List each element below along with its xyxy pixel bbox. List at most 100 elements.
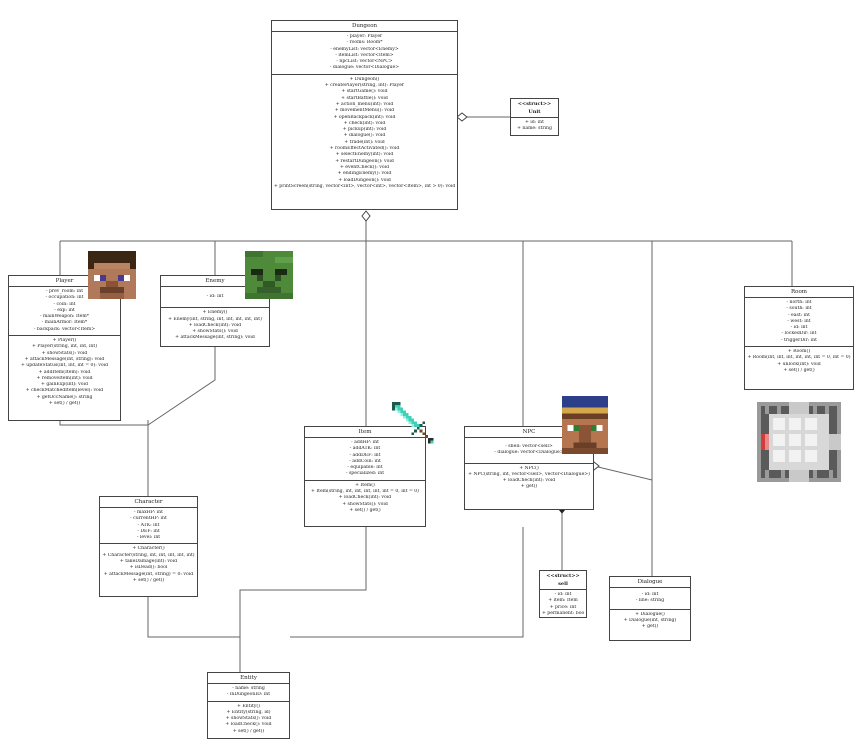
steve-face-icon bbox=[88, 251, 136, 299]
class-method: + Player(string, int, int, int) bbox=[31, 344, 98, 350]
class-attribute: - dialogue: vector<Dialogue> bbox=[329, 65, 400, 71]
class-attribute: - id: int bbox=[790, 325, 808, 331]
class-method: + showStats(): void bbox=[41, 350, 88, 356]
class-method: + gainExp(int): void bbox=[41, 382, 88, 388]
class-method: + Character() bbox=[132, 546, 165, 552]
villager-face-icon bbox=[561, 396, 609, 454]
class-method: + selectEnemy(int): void bbox=[335, 152, 394, 158]
class-attribute: - equipable: int bbox=[347, 465, 383, 471]
class-method: + Entity() bbox=[237, 703, 260, 709]
aggregation-diamond-unit bbox=[456, 112, 468, 122]
player-methods: + Player() + Player(string, int, int, in… bbox=[9, 336, 120, 409]
class-attribute: - addATK: int bbox=[349, 446, 381, 452]
class-attribute: - ATK: int bbox=[137, 522, 160, 528]
dialogue-class-title: Dialogue bbox=[610, 577, 690, 588]
enemy-class-title: Enemy bbox=[161, 276, 269, 287]
class-method: + Dialogue(int, string) bbox=[623, 617, 677, 623]
class-attribute: - player: Player bbox=[346, 34, 383, 39]
room-methods: + Room() + Room(int, int, int, int, int,… bbox=[745, 347, 853, 376]
class-method: + Room(int, int, int, int, int, int = 0,… bbox=[747, 355, 851, 361]
class-attribute: - level: int bbox=[136, 535, 161, 541]
unit-attributes: + id: int + name: string bbox=[511, 118, 558, 135]
class-method: + showStats(): void bbox=[192, 329, 238, 335]
enemy-methods: + Enemy() + Enemy(int, string, int, int,… bbox=[161, 308, 269, 343]
class-method: + NPC() bbox=[519, 465, 539, 471]
struct-name: sell bbox=[558, 581, 568, 587]
class-attribute: - itemList: vector<Item> bbox=[335, 52, 394, 58]
class-attribute: - DEF: int bbox=[137, 528, 160, 534]
class-attribute: + price: int bbox=[549, 604, 577, 610]
class-method: + startGame(): void bbox=[341, 89, 388, 95]
class-attribute: - addDEF: int bbox=[349, 452, 381, 458]
class-method: + getOccName(): string bbox=[36, 394, 93, 400]
class-method: + attackMessage(int, string) = 0: void bbox=[103, 571, 194, 577]
class-method: + eventCheck(): void bbox=[339, 164, 390, 170]
class-attribute: + permanent: bool bbox=[542, 610, 584, 616]
class-attribute: - south: int bbox=[786, 306, 812, 312]
class-method: + removeItem(int): void bbox=[36, 375, 93, 381]
class-method: + get() bbox=[520, 484, 538, 490]
item-methods: + Item() + Item(string, int, int, int, i… bbox=[305, 481, 425, 516]
class-attribute: - triggerDir: int bbox=[781, 337, 817, 343]
class-method: + NPC(string, int, vector<sell>, vector<… bbox=[468, 471, 590, 477]
class-method: + set() / get() bbox=[232, 728, 265, 734]
class-method: + action_menu(int): void bbox=[335, 101, 394, 107]
class-attribute: - west: int bbox=[787, 318, 811, 324]
class-method: + loadCheck(): void bbox=[225, 722, 272, 728]
class-method: + Room() bbox=[787, 349, 811, 355]
class-method: + dialogue(): void bbox=[343, 133, 386, 139]
class-method: + isDead(): bool bbox=[129, 565, 168, 571]
class-method: + Enemy(int, string, int, int, int, int,… bbox=[168, 316, 262, 322]
class-method: + startBattle(): void bbox=[341, 95, 388, 101]
character-to-entity bbox=[147, 597, 241, 672]
class-method: + showStats(): void bbox=[342, 501, 388, 507]
class-attribute: - backpack: vector<Item> bbox=[33, 326, 96, 332]
character-class-title: Character bbox=[100, 497, 197, 508]
class-attribute: - mainWeapon: Item* bbox=[39, 314, 90, 320]
character-methods: + Character() + Character(string, int, i… bbox=[100, 544, 197, 586]
class-method: + loadCheck(int): void bbox=[188, 322, 242, 328]
player-class: Player - prev_room: int - occupation: in… bbox=[8, 275, 121, 421]
class-method: + Character(string, int, int, int, int, … bbox=[102, 552, 195, 558]
class-attribute: - id: int bbox=[554, 592, 572, 597]
character-class: Character - maxHP: int - currentHP: int … bbox=[99, 496, 198, 597]
class-attribute: - east: int bbox=[788, 312, 810, 318]
dialogue-class: Dialogue - id: int - line: string + Dial… bbox=[609, 576, 691, 641]
class-attribute: - mainArmor: Item* bbox=[41, 320, 88, 326]
class-attribute: - coin: int bbox=[53, 301, 76, 307]
class-method: + addItem(Item): void bbox=[38, 369, 91, 375]
class-method: + Entity(string, id) bbox=[226, 709, 271, 715]
item-class-title: Item bbox=[305, 427, 425, 438]
class-attribute: - prev_room: int bbox=[45, 289, 84, 294]
entity-class-title: Entity bbox=[208, 673, 289, 684]
class-attribute: - specialized: int bbox=[345, 471, 385, 477]
dungeon-class-title: Dungeon bbox=[272, 21, 457, 32]
player-attributes: - prev_room: int - occupation: int - coi… bbox=[9, 287, 120, 337]
class-method: + get() bbox=[641, 624, 659, 630]
class-method: + takeDamage(int): void bbox=[119, 559, 178, 565]
class-method: + loadCheck(int): void bbox=[338, 495, 392, 501]
class-attribute: + name: string bbox=[517, 126, 552, 132]
class-attribute: - addCoin: int bbox=[349, 458, 381, 464]
item-class: Item - addHP: int - addATK: int - addDEF… bbox=[304, 426, 426, 527]
dungeon-methods: + Dungeon() + createPlayer(string, int):… bbox=[272, 75, 457, 192]
class-attribute: - name: string bbox=[232, 686, 265, 691]
class-method: + unlock(int): void bbox=[777, 361, 821, 367]
sell-struct-title: <<struct>> sell bbox=[540, 571, 586, 590]
class-method: + set() / get() bbox=[132, 577, 165, 583]
class-method: + roomEffectActivated(): void bbox=[329, 146, 400, 152]
class-method: + set() / get() bbox=[349, 507, 381, 513]
class-method: + set() / get() bbox=[48, 401, 81, 407]
dialogue-attributes: - id: int - line: string bbox=[610, 588, 690, 610]
class-method: + set() / get() bbox=[783, 367, 815, 373]
dungeon-class: Dungeon - player: Player - rooms: Room* … bbox=[271, 20, 458, 210]
sell-attributes: - id: int + item: Item + price: int + pe… bbox=[540, 590, 586, 619]
class-attribute: - enemyList: vector<Enemy> bbox=[330, 46, 399, 52]
player-class-title: Player bbox=[9, 276, 120, 287]
enemy-to-character bbox=[147, 347, 216, 426]
class-method: + createPlayer(string, int): Player bbox=[324, 83, 405, 89]
class-method: + Dialogue() bbox=[635, 611, 665, 617]
class-method: + openBackpack(int): void bbox=[333, 114, 396, 120]
class-method: + movementMenu(): void bbox=[334, 108, 395, 114]
class-method: + printScreen(string, vector<int>, vecto… bbox=[274, 183, 455, 189]
